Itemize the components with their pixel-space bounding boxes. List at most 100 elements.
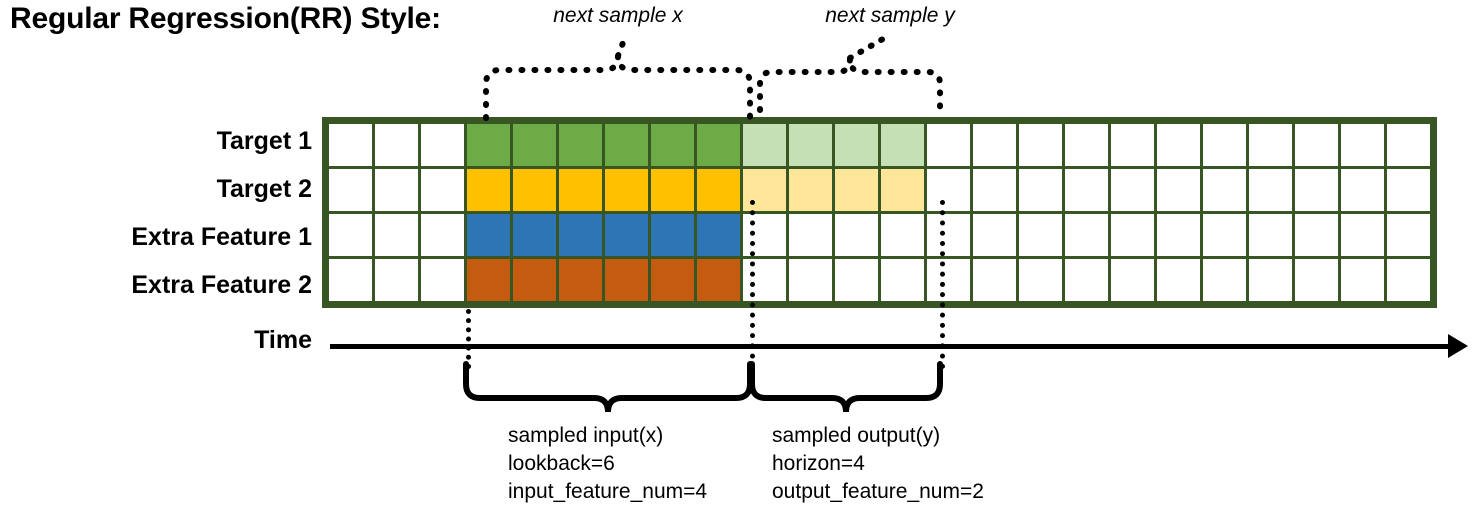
grid-cell-input: [556, 166, 605, 214]
grid-cell-blank: [832, 211, 881, 259]
grid-cell-blank: [1108, 256, 1157, 304]
grid-cell-blank: [1016, 121, 1065, 169]
grid-cell-output: [832, 121, 881, 169]
grid-cell-blank: [1246, 256, 1295, 304]
time-axis-label: Time: [254, 326, 312, 354]
grid-cell-input: [556, 256, 605, 304]
grid-cell-blank: [740, 211, 789, 259]
grid-cell-blank: [1338, 121, 1387, 169]
grid-cell-input: [556, 211, 605, 259]
grid-cell-blank: [1062, 256, 1111, 304]
bottom-note-output-line-1: sampled output(y): [772, 424, 941, 447]
grid-cell-blank: [878, 256, 927, 304]
grid-cell-blank: [786, 256, 835, 304]
grid-cell-blank: [1154, 256, 1203, 304]
grid-cell-blank: [1200, 211, 1249, 259]
sampled-output-brace: [749, 361, 943, 413]
row-label-text: Extra Feature 1: [131, 223, 312, 251]
row-label-target-2: Target 2: [0, 165, 312, 213]
grid-cell-blank: [326, 211, 375, 259]
timeline-grid-row: [326, 256, 1433, 304]
grid-cell-blank: [1292, 166, 1341, 214]
grid-cell-blank: [1062, 121, 1111, 169]
grid-cell-blank: [372, 166, 421, 214]
grid-cell-blank: [1200, 121, 1249, 169]
grid-cell-blank: [326, 121, 375, 169]
grid-cell-input: [464, 121, 513, 169]
grid-cell-output: [740, 121, 789, 169]
top-note-next-sample-y: next sample y: [825, 4, 955, 27]
next-sample-y-leader: [847, 33, 891, 61]
grid-cell-blank: [1246, 121, 1295, 169]
grid-cell-blank: [326, 256, 375, 304]
row-label-text: Target 2: [216, 175, 312, 203]
grid-cell-input: [648, 256, 697, 304]
grid-cell-blank: [1292, 121, 1341, 169]
guide-input-start: [466, 309, 471, 369]
grid-cell-blank: [372, 211, 421, 259]
bottom-brace-group: [463, 361, 943, 413]
grid-cell-blank: [1016, 211, 1065, 259]
grid-cell-input: [648, 166, 697, 214]
grid-cell-blank: [970, 256, 1019, 304]
grid-cell-blank: [1200, 166, 1249, 214]
grid-cell-blank: [832, 256, 881, 304]
grid-cell-input: [694, 166, 743, 214]
row-label-column: Target 1 Target 2 Extra Feature 1 Extra …: [0, 117, 312, 309]
row-label-text: Target 1: [216, 127, 312, 155]
grid-cell-input: [694, 121, 743, 169]
grid-cell-output: [740, 166, 789, 214]
grid-cell-blank: [924, 166, 973, 214]
grid-cell-blank: [372, 256, 421, 304]
grid-cell-output: [878, 121, 927, 169]
grid-cell-input: [648, 121, 697, 169]
guide-input-end: [750, 200, 755, 369]
grid-cell-blank: [418, 166, 467, 214]
grid-cell-input: [464, 211, 513, 259]
grid-cell-blank: [1292, 211, 1341, 259]
grid-cell-blank: [924, 256, 973, 304]
grid-cell-blank: [1154, 121, 1203, 169]
grid-cell-blank: [326, 166, 375, 214]
bottom-note-input-line-3: input_feature_num=4: [508, 480, 708, 503]
grid-cell-input: [694, 211, 743, 259]
sampled-input-brace: [463, 361, 753, 413]
guide-output-end: [940, 200, 945, 369]
timeline-grid: [322, 117, 1437, 308]
grid-cell-blank: [1338, 256, 1387, 304]
grid-cell-blank: [1108, 121, 1157, 169]
bottom-note-input-line-2: lookback=6: [508, 452, 615, 475]
grid-cell-blank: [878, 211, 927, 259]
grid-cell-output: [786, 166, 835, 214]
grid-cell-blank: [1016, 166, 1065, 214]
grid-cell-input: [602, 256, 651, 304]
row-label-text: Extra Feature 2: [131, 271, 312, 299]
grid-cell-blank: [1384, 121, 1433, 169]
time-axis-arrowhead: [1448, 334, 1468, 358]
grid-cell-input: [602, 121, 651, 169]
grid-cell-blank: [418, 256, 467, 304]
timeline-grid-row: [326, 166, 1433, 214]
bottom-note-output-line-2: horizon=4: [772, 452, 865, 475]
grid-cell-blank: [740, 256, 789, 304]
bottom-note-sampled-output: sampled output(y) horizon=4 output_featu…: [772, 422, 984, 506]
grid-cell-blank: [1338, 211, 1387, 259]
grid-cell-blank: [1154, 166, 1203, 214]
grid-cell-input: [556, 121, 605, 169]
grid-cell-blank: [418, 121, 467, 169]
grid-cell-blank: [1338, 166, 1387, 214]
top-brace-group: [483, 33, 943, 121]
grid-cell-blank: [1246, 166, 1295, 214]
time-axis-line: [330, 344, 1458, 349]
bottom-note-output-line-3: output_feature_num=2: [772, 480, 984, 503]
grid-cell-input: [510, 256, 559, 304]
grid-cell-output: [878, 166, 927, 214]
grid-cell-blank: [1384, 166, 1433, 214]
grid-cell-blank: [1062, 211, 1111, 259]
row-label-target-1: Target 1: [0, 117, 312, 165]
grid-cell-blank: [1246, 211, 1295, 259]
grid-cell-input: [510, 211, 559, 259]
top-note-next-sample-x: next sample x: [553, 4, 683, 27]
grid-cell-blank: [1016, 256, 1065, 304]
